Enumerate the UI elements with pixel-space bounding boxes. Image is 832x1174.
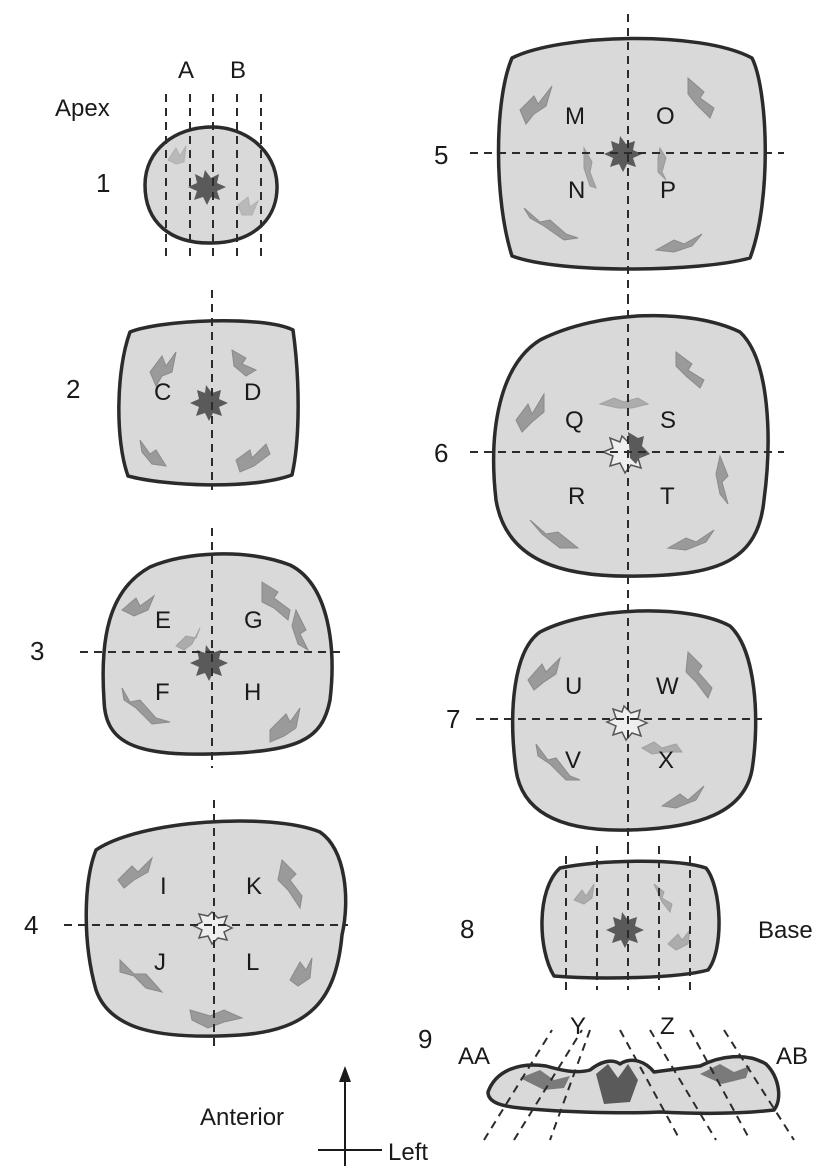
section-number-1: 1: [96, 168, 110, 198]
quadrant-label-x: X: [658, 747, 674, 774]
up-arrow-icon: [339, 1066, 351, 1082]
quadrant-label-o: O: [656, 103, 675, 130]
section-number-7: 7: [446, 704, 460, 734]
quadrant-label-g: G: [244, 607, 263, 634]
quadrant-label-j: J: [154, 949, 166, 976]
section-9: [484, 1030, 794, 1140]
quadrant-label-b: B: [230, 57, 246, 84]
quadrant-label-t: T: [660, 483, 675, 510]
quadrant-label-q: Q: [565, 407, 584, 434]
quadrant-label-f: F: [155, 679, 170, 706]
apex-label: Apex: [55, 95, 110, 122]
quadrant-label-d: D: [244, 379, 261, 406]
section-number-9: 9: [418, 1024, 432, 1054]
quadrant-label-s: S: [660, 407, 676, 434]
quadrant-label-v: V: [565, 747, 581, 774]
orientation-indicator: [318, 1066, 382, 1166]
quadrant-label-h: H: [244, 679, 261, 706]
section-4: [64, 800, 348, 1050]
quadrant-label-m: M: [565, 103, 585, 130]
quadrant-label-e: E: [155, 607, 171, 634]
section-7: [476, 590, 762, 846]
quadrant-label-a: A: [178, 57, 194, 84]
quadrant-label-i: I: [160, 873, 167, 900]
quadrant-label-l: L: [246, 949, 259, 976]
section-number-2: 2: [66, 374, 80, 404]
quadrant-label-w: W: [656, 673, 679, 700]
left-label: Left: [388, 1139, 428, 1166]
section-1: [145, 94, 277, 262]
base-label: Base: [758, 917, 813, 944]
quadrant-label-p: P: [660, 177, 676, 204]
quadrant-label-z: Z: [660, 1013, 675, 1040]
section-number-6: 6: [434, 438, 448, 468]
quadrant-label-c: C: [154, 379, 171, 406]
section-2: [119, 290, 298, 490]
section-number-5: 5: [434, 140, 448, 170]
section-8: [542, 846, 719, 990]
anterior-label: Anterior: [200, 1104, 284, 1131]
quadrant-label-r: R: [568, 483, 585, 510]
quadrant-label-ab: AB: [776, 1043, 808, 1070]
section-number-4: 4: [24, 910, 38, 940]
quadrant-label-y: Y: [570, 1013, 586, 1040]
quadrant-label-n: N: [568, 177, 585, 204]
section-number-3: 3: [30, 636, 44, 666]
section-3: [80, 528, 344, 768]
quadrant-label-aa: AA: [458, 1043, 490, 1070]
section-number-8: 8: [460, 914, 474, 944]
section-6: [470, 296, 784, 590]
quadrant-label-k: K: [246, 873, 262, 900]
quadrant-label-u: U: [565, 673, 582, 700]
section-5: [470, 14, 784, 296]
